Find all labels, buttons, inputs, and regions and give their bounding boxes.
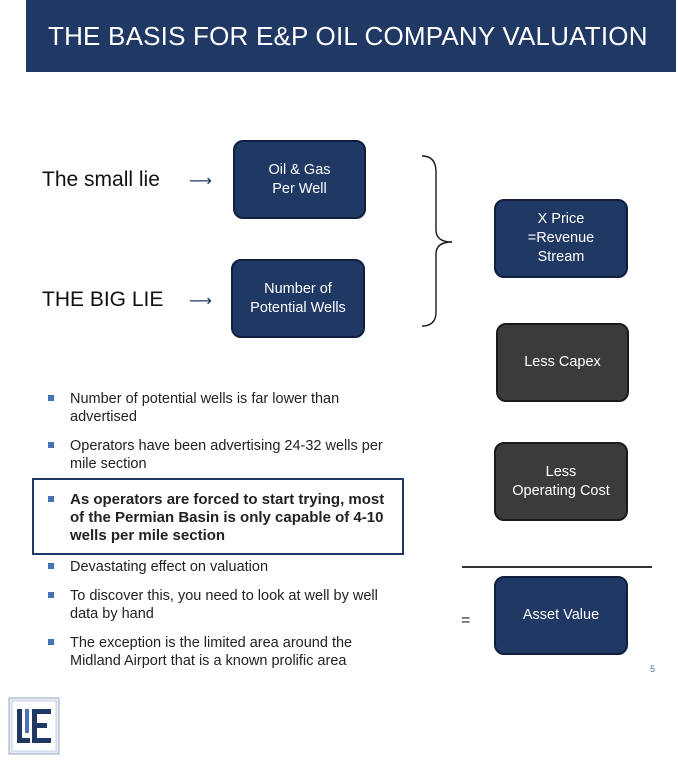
- slide-title: THE BASIS FOR E&P OIL COMPANY VALUATION: [48, 20, 648, 51]
- list-item: As operators are forced to start trying,…: [46, 491, 396, 545]
- big-lie-label: THE BIG LIE: [42, 288, 164, 311]
- equals-sign: =: [461, 612, 471, 629]
- small-lie-label: The small lie: [42, 168, 160, 191]
- less-capex-box: Less Capex: [496, 323, 629, 402]
- potential-wells-box: Number of Potential Wells: [231, 259, 365, 338]
- bullet-square-icon: [48, 563, 54, 569]
- bullet-square-icon: [48, 395, 54, 401]
- company-logo-icon: [8, 697, 60, 755]
- slide-header: THE BASIS FOR E&P OIL COMPANY VALUATION: [26, 0, 676, 72]
- bullet-list: Number of potential wells is far lower t…: [46, 390, 396, 670]
- curly-brace-icon: [421, 155, 453, 327]
- sum-separator-line: [462, 566, 652, 568]
- list-item: The exception is the limited area around…: [46, 634, 396, 670]
- bullet-square-icon: [48, 442, 54, 448]
- list-item: Operators have been advertising 24-32 we…: [46, 437, 396, 473]
- list-item: Number of potential wells is far lower t…: [46, 390, 396, 426]
- list-item: Devastating effect on valuation: [46, 558, 396, 576]
- bullet-square-icon: [48, 639, 54, 645]
- price-revenue-box: X Price =Revenue Stream: [494, 199, 628, 278]
- right-arrow-icon: ⟶: [189, 293, 212, 310]
- asset-value-box: Asset Value: [494, 576, 628, 655]
- less-operating-cost-box: Less Operating Cost: [494, 442, 628, 521]
- highlight-box: [32, 478, 404, 555]
- bullet-square-icon: [48, 496, 54, 502]
- page-number: 5: [650, 664, 656, 674]
- list-item: To discover this, you need to look at we…: [46, 587, 396, 623]
- right-arrow-icon: ⟶: [189, 173, 212, 190]
- bullet-square-icon: [48, 592, 54, 598]
- oil-gas-per-well-box: Oil & Gas Per Well: [233, 140, 366, 219]
